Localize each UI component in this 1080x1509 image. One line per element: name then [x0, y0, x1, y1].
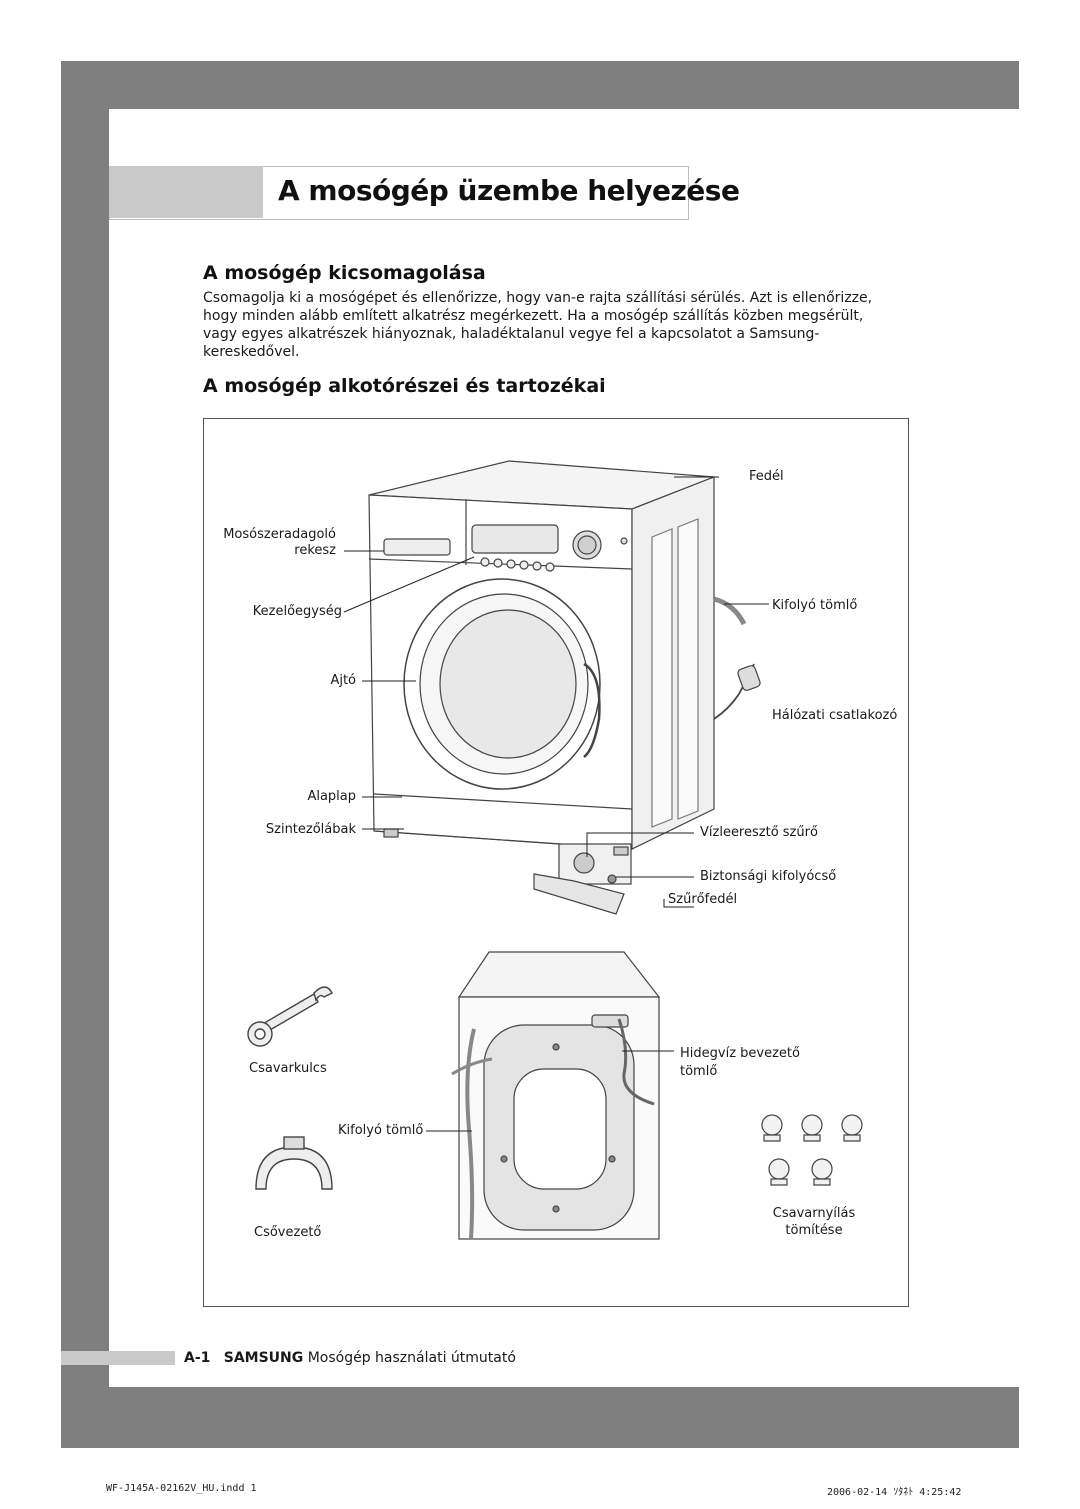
footer-page-number: A-1	[184, 1350, 211, 1366]
screw-caps-icon	[761, 1114, 863, 1186]
frame-top-bar	[61, 61, 1019, 109]
footer-brand: SAMSUNG	[223, 1350, 304, 1366]
label-detergent-drawer-2: rekesz	[294, 543, 336, 558]
title-band	[109, 166, 263, 218]
section-heading-unpacking: A mosógép kicsomagolása	[203, 262, 486, 284]
label-bolt-caps-1: Csavarnyílás	[772, 1206, 856, 1221]
print-file-info: WF-J145A-02162V_HU.indd 1	[106, 1483, 257, 1494]
wrench-icon	[247, 986, 333, 1047]
label-base-plate: Alaplap	[307, 789, 356, 804]
label-fedel: Fedél	[749, 469, 784, 484]
front-washer	[368, 460, 761, 915]
pipe-guide-icon	[255, 1136, 333, 1190]
label-drain-filter: Vízleeresztő szűrő	[700, 825, 818, 840]
unpacking-text: Csomagolja ki a mosógépet és ellenőrizze…	[203, 290, 873, 360]
label-leveling-feet: Szintezőlábak	[265, 822, 356, 837]
label-drain-hose: Kifolyó tömlő	[772, 598, 858, 613]
frame-left-bar	[61, 61, 109, 1448]
parts-diagram: Fedél Mosószeradagoló rekesz Kezelőegysé…	[203, 418, 909, 1307]
footer-manual-title: Mosógép használati útmutató	[307, 1350, 516, 1366]
label-spanner: Csavarkulcs	[249, 1061, 327, 1076]
page-title: A mosógép üzembe helyezése	[278, 174, 740, 207]
label-filter-cover: Szűrőfedél	[668, 892, 738, 907]
label-emergency-drain: Biztonsági kifolyócső	[700, 869, 837, 884]
label-power-plug: Hálózati csatlakozó	[772, 708, 898, 723]
footer: A-1 SAMSUNG Mosógép használati útmutató	[184, 1350, 516, 1366]
label-detergent-drawer-1: Mosószeradagoló	[223, 527, 336, 542]
leader-lines	[343, 476, 769, 908]
footer-band	[61, 1351, 175, 1365]
frame-bottom-bar	[61, 1387, 1019, 1448]
back-washer	[451, 951, 661, 1240]
label-cold-water-hose-2: tömlő	[680, 1064, 718, 1079]
label-control-panel: Kezelőegység	[252, 604, 342, 619]
label-bolt-caps-2: tömítése	[785, 1223, 843, 1238]
label-pipe-guide: Csővezető	[254, 1225, 322, 1240]
label-door: Ajtó	[330, 673, 356, 688]
washing-machine-illustration	[247, 460, 863, 1240]
print-date-info: 2006-02-14 ｿﾀﾈﾄ 4:25:42	[827, 1487, 962, 1498]
label-cold-water-hose-1: Hidegvíz bevezető	[680, 1046, 800, 1061]
section-heading-parts: A mosógép alkotórészei és tartozékai	[203, 375, 606, 397]
label-back-drain-hose: Kifolyó tömlő	[338, 1123, 424, 1138]
